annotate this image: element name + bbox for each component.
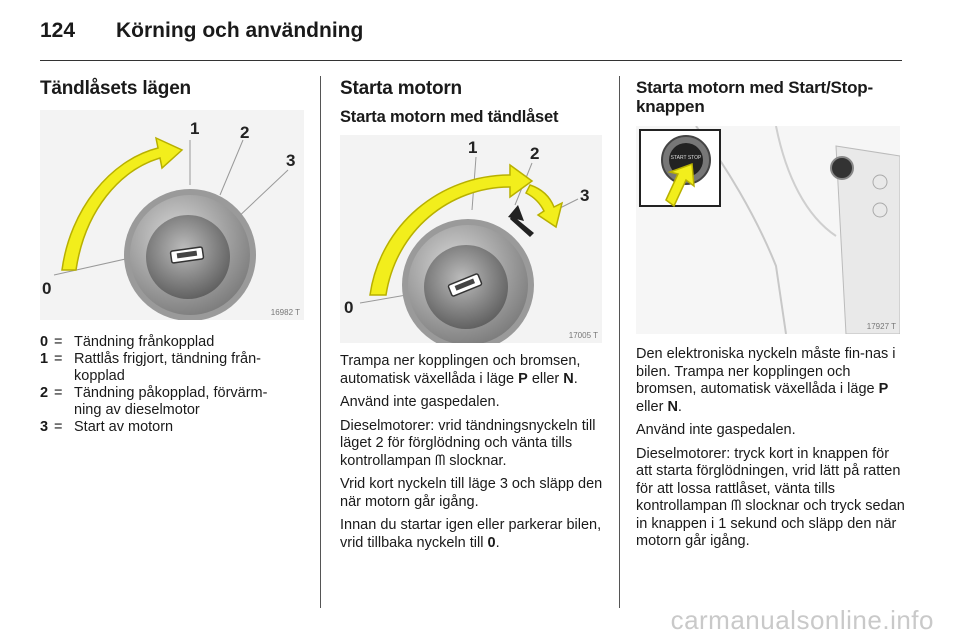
start-stop-instructions: Den elektroniska nyckeln måste fin-nas i…: [636, 346, 908, 551]
figure-code: 16982 T: [270, 308, 300, 317]
start-stop-illustration: START STOP: [639, 126, 900, 334]
position-label-2: 2: [240, 123, 249, 142]
gear-n-label: N: [667, 398, 678, 415]
legend-equals: =: [54, 351, 63, 367]
paragraph-clutch: Trampa ner kopplingen och bromsen, autom…: [340, 353, 606, 388]
text-span: slocknar och tryck sedan in knappen i 1 …: [636, 498, 905, 549]
spring-return-arrow: [508, 205, 534, 237]
ignition-start-illustration: 1 2 3 0: [344, 138, 589, 343]
position-label-0: 0: [344, 298, 353, 317]
text-span: .: [573, 370, 578, 387]
start-instructions: Trampa ner kopplingen och bromsen, autom…: [340, 353, 606, 552]
gear-p-label: P: [518, 370, 528, 387]
paragraph-diesel: Dieselmotorer: vrid tändningsnyckeln til…: [340, 418, 606, 471]
legend-row: 3 = Start av motorn: [40, 419, 306, 436]
press-arrow-shape: [665, 162, 695, 208]
legend-row: 0 = Tändning frånkopplad: [40, 334, 306, 351]
rotation-arrow-shape: [61, 136, 184, 271]
paragraph-no-gas: Använd inte gaspedalen.: [636, 422, 796, 438]
paragraph-no-gas: Använd inte gaspedalen.: [340, 394, 500, 410]
text-span: eller: [527, 370, 564, 387]
gear-n-label: N: [563, 370, 574, 387]
text-span: Den elektroniska nyckeln måste fin-nas i…: [636, 346, 896, 397]
legend-equals: =: [54, 385, 63, 401]
position-label-1: 1: [190, 119, 199, 138]
text-span: slocknar.: [445, 452, 507, 469]
paragraph-turn-key: Vrid kort nyckeln till läge 3 och släpp …: [340, 476, 603, 510]
legend-row: 1 = Rattlås frigjort, tändning från- kop…: [40, 351, 306, 385]
rotation-arrow-shape: [369, 163, 534, 296]
text-span: .: [677, 398, 682, 415]
column-ignition-positions: Tändlåsets lägen 1 2 3 0: [40, 78, 306, 436]
chapter-title: Körning och användning: [116, 19, 364, 42]
legend-key: 3: [40, 419, 49, 435]
ignition-lock-figure: 1 2 3 0 16982 T: [40, 110, 304, 320]
subsection-title-ignition: Starta motorn med tändlåset: [340, 108, 559, 126]
glow-plug-icon: ᗰ: [435, 452, 446, 469]
text-span: Dieselmotorer: vrid tändningsnyckeln til…: [340, 417, 596, 469]
start-stop-button-label: START STOP: [671, 155, 702, 161]
section-title-start-stop: Starta motorn med Start/Stop-knappen: [636, 78, 873, 116]
text-span: Trampa ner kopplingen och bromsen, autom…: [340, 353, 581, 387]
gear-p-label: P: [878, 381, 889, 397]
paragraph-diesel-button: Dieselmotorer: tryck kort in knappen för…: [636, 446, 908, 551]
column-divider-2: [619, 76, 620, 608]
watermark: carmanualsonline.info: [670, 605, 934, 635]
position-zero-label: 0: [487, 534, 496, 551]
legend-key: 0: [40, 334, 49, 350]
legend-equals: =: [54, 334, 63, 350]
section-title-ignition-positions: Tändlåsets lägen: [40, 78, 191, 99]
legend-equals: =: [54, 419, 63, 435]
text-span: eller: [636, 398, 668, 415]
legend-text: Tändning frånkopplad: [74, 334, 215, 350]
text-span: .: [495, 534, 500, 551]
column-start-stop-button: Starta motorn med Start/Stop-knappen STA…: [636, 78, 908, 557]
position-label-3: 3: [580, 186, 589, 205]
start-stop-figure: START STOP 17927 T: [636, 126, 900, 334]
position-legend: 0 = Tändning frånkopplad 1 = Rattlås fri…: [40, 334, 306, 436]
legend-text: Tändning påkopplad, förvärm- ning av die…: [74, 385, 268, 418]
section-title-start-engine: Starta motorn: [340, 78, 462, 99]
ignition-start-figure: 1 2 3 0 17005 T: [340, 135, 602, 343]
text-span: Innan du startar igen eller parkerar bil…: [340, 517, 602, 551]
page-number: 124: [40, 19, 76, 42]
position-label-2: 2: [530, 144, 539, 163]
paragraph-electronic-key: Den elektroniska nyckeln måste fin-nas i…: [636, 346, 908, 416]
legend-text: Rattlås frigjort, tändning från- kopplad: [74, 351, 261, 384]
text-span: Dieselmotorer: tryck kort in knappen för…: [636, 445, 901, 515]
legend-text: Start av motorn: [74, 419, 174, 435]
legend-key: 1: [40, 351, 49, 367]
position-label-1: 1: [468, 138, 477, 157]
column-start-engine: Starta motorn Starta motorn med tändlåse…: [340, 78, 606, 558]
figure-code: 17005 T: [568, 331, 598, 340]
column-divider-1: [320, 76, 321, 608]
figure-code: 17927 T: [866, 322, 896, 331]
legend-key: 2: [40, 385, 49, 401]
page-header: 124 Körning och användning: [40, 14, 363, 48]
start-arrow-shape: [524, 184, 564, 229]
position-label-0: 0: [42, 279, 51, 298]
glow-plug-icon: ᗰ: [731, 498, 742, 514]
header-rule: [40, 60, 902, 61]
position-label-3: 3: [286, 151, 295, 170]
legend-row: 2 = Tändning påkopplad, förvärm- ning av…: [40, 385, 306, 419]
ignition-lock-illustration: 1 2 3 0: [42, 119, 295, 320]
paragraph-restart: Innan du startar igen eller parkerar bil…: [340, 517, 606, 552]
